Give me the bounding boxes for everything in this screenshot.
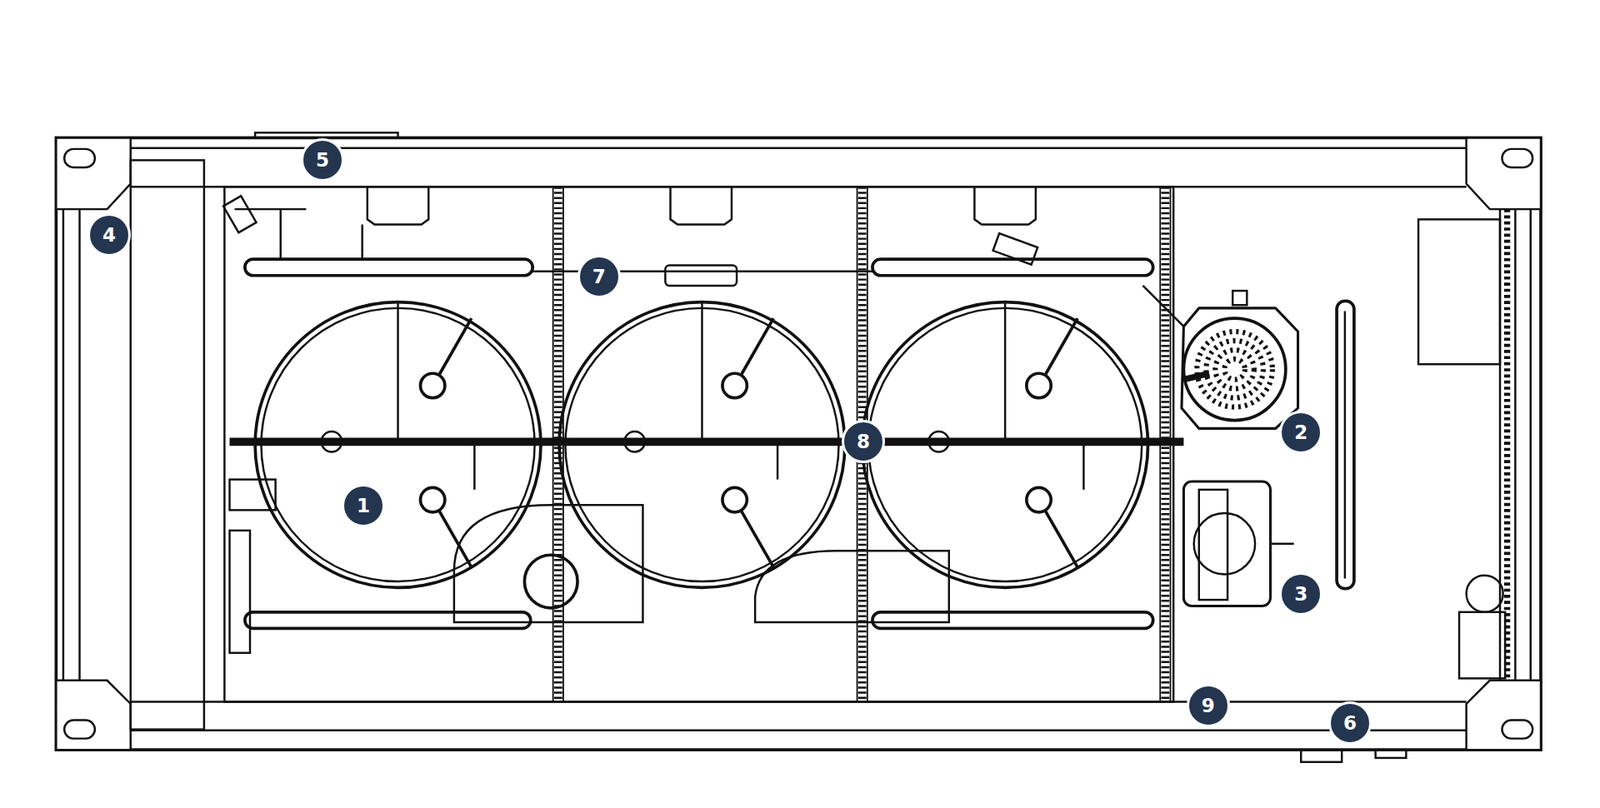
illustration-part <box>872 259 1154 276</box>
callout-number: 2 <box>1279 410 1323 455</box>
illustration-part <box>1183 373 1210 380</box>
callout-number: 4 <box>87 213 131 257</box>
illustration-part <box>360 224 363 260</box>
illustration-part <box>1501 720 1533 740</box>
illustration-part <box>1026 373 1051 398</box>
illustration-part <box>55 137 130 210</box>
callout-number: 3 <box>1279 572 1323 616</box>
illustration-part <box>64 149 95 168</box>
illustration-part <box>235 208 307 210</box>
illustration-part <box>524 555 578 609</box>
illustration-part <box>1026 487 1051 512</box>
illustration-part <box>1459 612 1505 680</box>
illustration-part <box>1215 350 1255 390</box>
illustration-part <box>928 431 949 452</box>
illustration-part <box>396 302 399 443</box>
illustration-part <box>776 441 779 480</box>
illustration-part <box>1501 149 1533 168</box>
illustration-part <box>130 160 205 730</box>
illustration-part <box>1045 510 1078 568</box>
callout-number: 7 <box>577 255 621 299</box>
illustration-part <box>700 302 703 443</box>
illustration-part <box>740 318 774 376</box>
illustration-part <box>1082 441 1085 490</box>
illustration-part <box>321 431 1085 490</box>
illustration-part <box>1205 340 1264 399</box>
callout-number: 6 <box>1328 701 1372 745</box>
illustration-part <box>230 530 250 654</box>
illustration-part <box>280 209 282 260</box>
illustration-part <box>1504 209 1510 681</box>
callout-number: 5 <box>300 138 345 182</box>
illustration-part <box>1514 209 1516 681</box>
illustration-part <box>230 480 276 511</box>
illustration-part <box>1194 513 1255 575</box>
illustration-part <box>420 487 445 512</box>
illustration-part <box>1196 331 1273 408</box>
illustration-part <box>420 373 445 398</box>
illustration-part <box>1300 750 1342 763</box>
illustration-part <box>439 318 472 376</box>
illustration-part <box>454 505 644 623</box>
illustration-part <box>722 487 747 512</box>
illustration-part <box>1336 300 1355 589</box>
illustration-part <box>245 259 533 276</box>
illustration-part <box>245 612 531 630</box>
illustration-part <box>1466 575 1504 613</box>
illustration-part <box>1183 481 1270 606</box>
illustration-part <box>321 431 342 452</box>
illustration-part <box>473 441 475 490</box>
illustration-part <box>974 186 1035 225</box>
callout-number: 8 <box>841 420 885 464</box>
illustration-part <box>230 437 1185 446</box>
illustration-part <box>670 186 731 225</box>
illustration-part <box>1466 680 1541 750</box>
illustration-part <box>1142 285 1184 327</box>
illustration-part <box>1004 302 1006 443</box>
illustration-part <box>55 132 1541 763</box>
illustration-part <box>1183 318 1285 420</box>
illustration-part <box>872 612 1154 630</box>
illustration-part <box>255 132 398 138</box>
illustration-part <box>1530 209 1532 681</box>
illustration-part <box>624 431 645 452</box>
illustration-part <box>1045 318 1078 376</box>
illustration-part <box>755 550 950 623</box>
illustration-part <box>1181 308 1299 429</box>
illustration-part <box>367 186 429 225</box>
illustration-part <box>1224 359 1245 380</box>
illustration-part <box>64 720 95 740</box>
illustration-part <box>78 209 80 681</box>
illustration-part <box>223 195 257 233</box>
illustration-part <box>130 730 1467 732</box>
illustration-part <box>1344 311 1346 580</box>
illustration-part <box>665 265 737 285</box>
illustration-part <box>55 680 130 750</box>
illustration-part <box>1375 750 1407 759</box>
illustration-part <box>1466 137 1541 210</box>
illustration-part <box>1196 331 1273 408</box>
illustration-part <box>1199 490 1228 600</box>
illustration-part <box>1232 290 1247 305</box>
illustration-part <box>1418 219 1500 365</box>
illustration-part <box>993 233 1039 265</box>
callout-number: 9 <box>1186 684 1230 728</box>
illustration-part <box>1270 543 1294 545</box>
illustration-part <box>722 373 747 398</box>
callout-number: 1 <box>341 484 385 528</box>
illustration-part <box>740 510 774 568</box>
illustration-part <box>62 209 65 681</box>
illustration-part <box>55 137 1541 750</box>
